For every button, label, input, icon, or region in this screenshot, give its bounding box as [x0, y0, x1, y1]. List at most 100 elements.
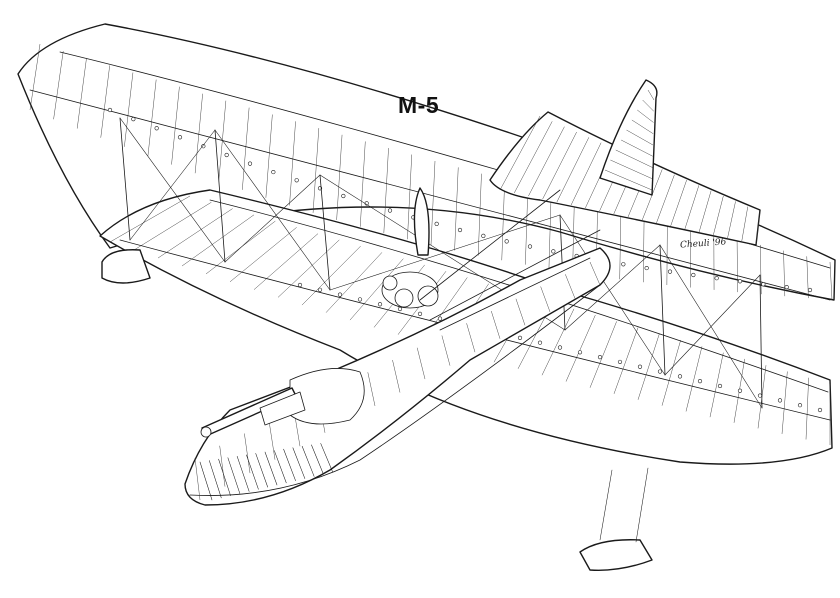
hull-frame [219, 445, 226, 487]
rivet-dot [657, 369, 663, 374]
tail-rib [727, 201, 736, 239]
interplane-strut [119, 117, 131, 241]
hull-lattice [264, 451, 278, 486]
rivet-dot [297, 282, 303, 288]
rivet-dot [317, 287, 323, 292]
rivet-dot [737, 279, 743, 284]
wing-rib [806, 256, 809, 299]
rivet-dot [177, 135, 183, 140]
rivet-dot [247, 161, 253, 166]
float-right [579, 539, 653, 571]
bracing-wire [119, 117, 226, 263]
rivet-dot [341, 193, 346, 199]
fin-rib [637, 109, 654, 123]
interplane-strut [759, 274, 763, 409]
rivet-dot [397, 306, 403, 312]
hull-frame [194, 457, 201, 501]
tail-rib [656, 174, 675, 224]
rivet-dot [557, 345, 563, 350]
gun-muzzle [200, 426, 212, 438]
bracing-wire [224, 174, 321, 263]
wing-rib [383, 148, 389, 234]
tail-rib [670, 179, 687, 227]
wing-rib [525, 186, 529, 265]
fin-rib [621, 139, 653, 157]
lower-wing-front-spar [209, 199, 829, 393]
bracing-wire [214, 129, 331, 291]
rivet-dot [757, 393, 763, 398]
wing-rib [289, 121, 296, 206]
hull-frame [367, 372, 376, 406]
rivet-dot [714, 276, 719, 281]
wing-rib [76, 58, 87, 129]
rivet-dot [437, 316, 443, 321]
tail-rib [570, 142, 602, 206]
hull-frame [491, 310, 501, 339]
tail-rib [528, 126, 565, 197]
hull-frame [540, 286, 551, 312]
engine-cylinder [394, 288, 414, 308]
hull-frame [268, 421, 276, 460]
wing-floats [101, 249, 653, 571]
rivet-dot [797, 403, 803, 408]
wing-rib [265, 114, 273, 198]
rivet-dot [644, 265, 649, 271]
float-right-struts [599, 467, 649, 543]
hull-lattice [209, 460, 222, 499]
wing-rib [781, 371, 788, 434]
wing-rib [277, 239, 340, 298]
bracing-wire [129, 129, 216, 241]
hull [184, 247, 611, 506]
rivet-dot [377, 302, 383, 307]
wing-rib [336, 134, 343, 220]
hull-lattice [218, 458, 231, 496]
rivet-dot [784, 285, 789, 290]
cockpit-opening [289, 368, 365, 425]
wing-rib [589, 321, 617, 388]
wing-rib [253, 233, 319, 290]
tail-rib [499, 115, 541, 191]
machine-gun [200, 387, 306, 438]
fin-rib [631, 119, 654, 134]
wing-rib [312, 128, 320, 213]
rivet-dot [777, 398, 783, 403]
fin-rib [610, 159, 653, 179]
wing-rib [53, 51, 64, 120]
tail-rib [741, 206, 748, 242]
wing-rib [685, 346, 703, 412]
rivet-dot [617, 359, 623, 365]
bracing-wire [329, 214, 561, 291]
fin-rib [615, 149, 653, 168]
propeller-blade [413, 187, 430, 256]
hull-lattice [255, 453, 268, 488]
wing-rib [565, 314, 596, 382]
wing-rib [637, 333, 660, 400]
hull-frame [466, 323, 476, 353]
wing-rib [548, 192, 552, 269]
rivet-dot [457, 227, 463, 233]
wing-rib [454, 167, 459, 251]
wing-rib [430, 160, 436, 246]
hull-lattice [311, 444, 324, 475]
fin-rib [626, 129, 654, 146]
wing-rib [661, 340, 681, 406]
rivet-dot [154, 126, 159, 131]
rivet-dot [504, 239, 509, 244]
wing-rib [147, 79, 157, 156]
wing-rib [194, 93, 203, 174]
hull-frame [565, 274, 576, 299]
rivet-dot [807, 287, 813, 293]
hull-lattice [301, 446, 315, 477]
tail-rib [556, 137, 590, 203]
rivet-dot [294, 178, 299, 183]
wing-rib [760, 244, 762, 295]
rivet-dot [434, 221, 439, 226]
tail-rib [684, 185, 700, 230]
hull-lattice [320, 443, 333, 473]
fin-rib [604, 169, 653, 191]
engine-assembly [381, 187, 439, 309]
hull-frame [441, 335, 451, 366]
rivet-dot [337, 292, 343, 297]
interplane-strut [659, 244, 666, 376]
